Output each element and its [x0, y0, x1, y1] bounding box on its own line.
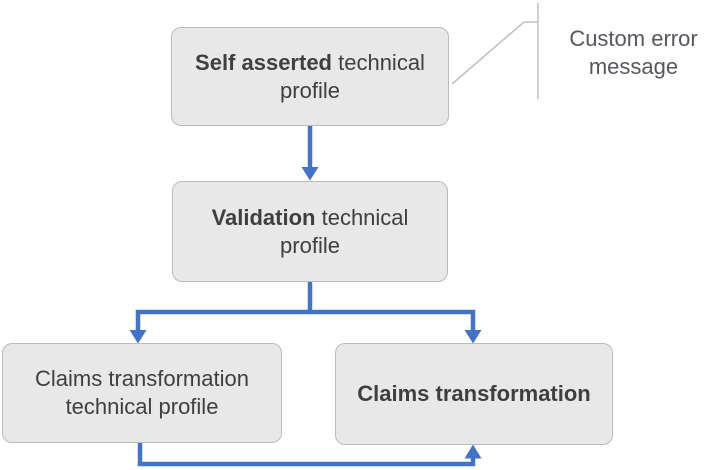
- arrowhead-down-icon: [301, 167, 319, 181]
- connector-line: [137, 443, 476, 467]
- connector-self-asserted-to-validation: [301, 126, 319, 181]
- node-label: Validation technical profile: [187, 204, 433, 260]
- node-label-regular: technical profile: [280, 49, 425, 103]
- node-label-bold: Validation: [211, 204, 316, 230]
- node-label-regular: Claims transformation technical profile: [35, 366, 249, 419]
- node-label-bold: Self asserted: [195, 49, 332, 75]
- callout-text: Custom error message: [569, 26, 698, 79]
- connector-claims-tp-to-claims-transformation: [137, 443, 482, 467]
- arrowhead-up-icon: [464, 444, 482, 459]
- connector-line: [135, 309, 476, 331]
- arrowhead-down-icon: [464, 330, 482, 344]
- callout-leader: [451, 3, 539, 99]
- node-label-bold: Claims transformation: [357, 381, 591, 406]
- node-label: Self asserted technical profile: [187, 49, 433, 105]
- node-claims-transformation-technical-profile: Claims transformation technical profile: [2, 343, 282, 443]
- node-self-asserted-technical-profile: Self asserted technical profile: [171, 27, 449, 126]
- node-label-regular: technical profile: [280, 204, 409, 258]
- callout-diagonal-line: [451, 21, 538, 85]
- arrowhead-down-icon: [129, 330, 147, 344]
- connector-validation-branch: [129, 282, 482, 344]
- node-label: Claims transformation: [357, 380, 591, 408]
- node-validation-technical-profile: Validation technical profile: [172, 181, 448, 282]
- node-label: Claims transformation technical profile: [19, 365, 265, 421]
- node-claims-transformation: Claims transformation: [335, 343, 613, 445]
